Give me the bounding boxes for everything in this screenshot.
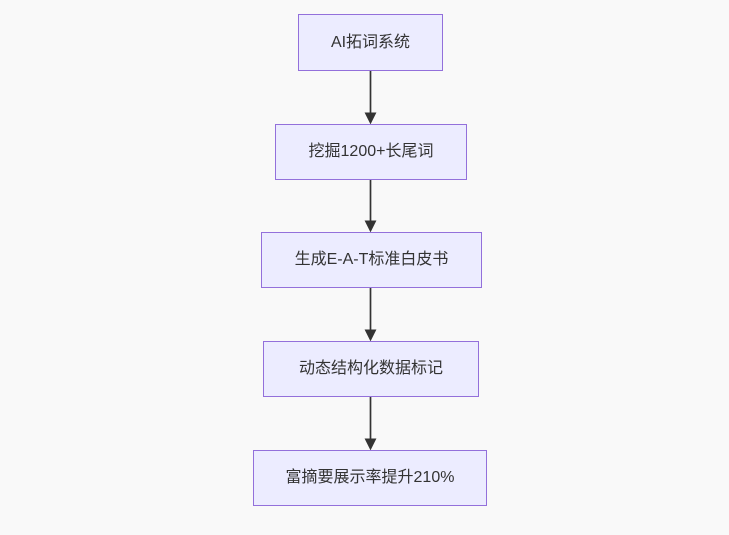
flow-node-rich-snippet-rate-increase: 富摘要展示率提升210% <box>253 450 487 506</box>
flow-node-dynamic-structured-data-markup: 动态结构化数据标记 <box>263 341 479 397</box>
flow-node-ai-word-expansion-system: AI拓词系统 <box>298 14 443 71</box>
flow-node-label: AI拓词系统 <box>330 33 411 51</box>
flow-node-generate-eat-whitepaper: 生成E-A-T标准白皮书 <box>261 232 482 288</box>
flow-node-label: 生成E-A-T标准白皮书 <box>294 251 449 269</box>
flow-node-label: 富摘要展示率提升210% <box>285 469 455 487</box>
flow-node-label: 挖掘1200+长尾词 <box>308 143 434 161</box>
flow-node-label: 动态结构化数据标记 <box>298 360 443 378</box>
flow-node-mine-longtail-keywords: 挖掘1200+长尾词 <box>275 124 467 180</box>
